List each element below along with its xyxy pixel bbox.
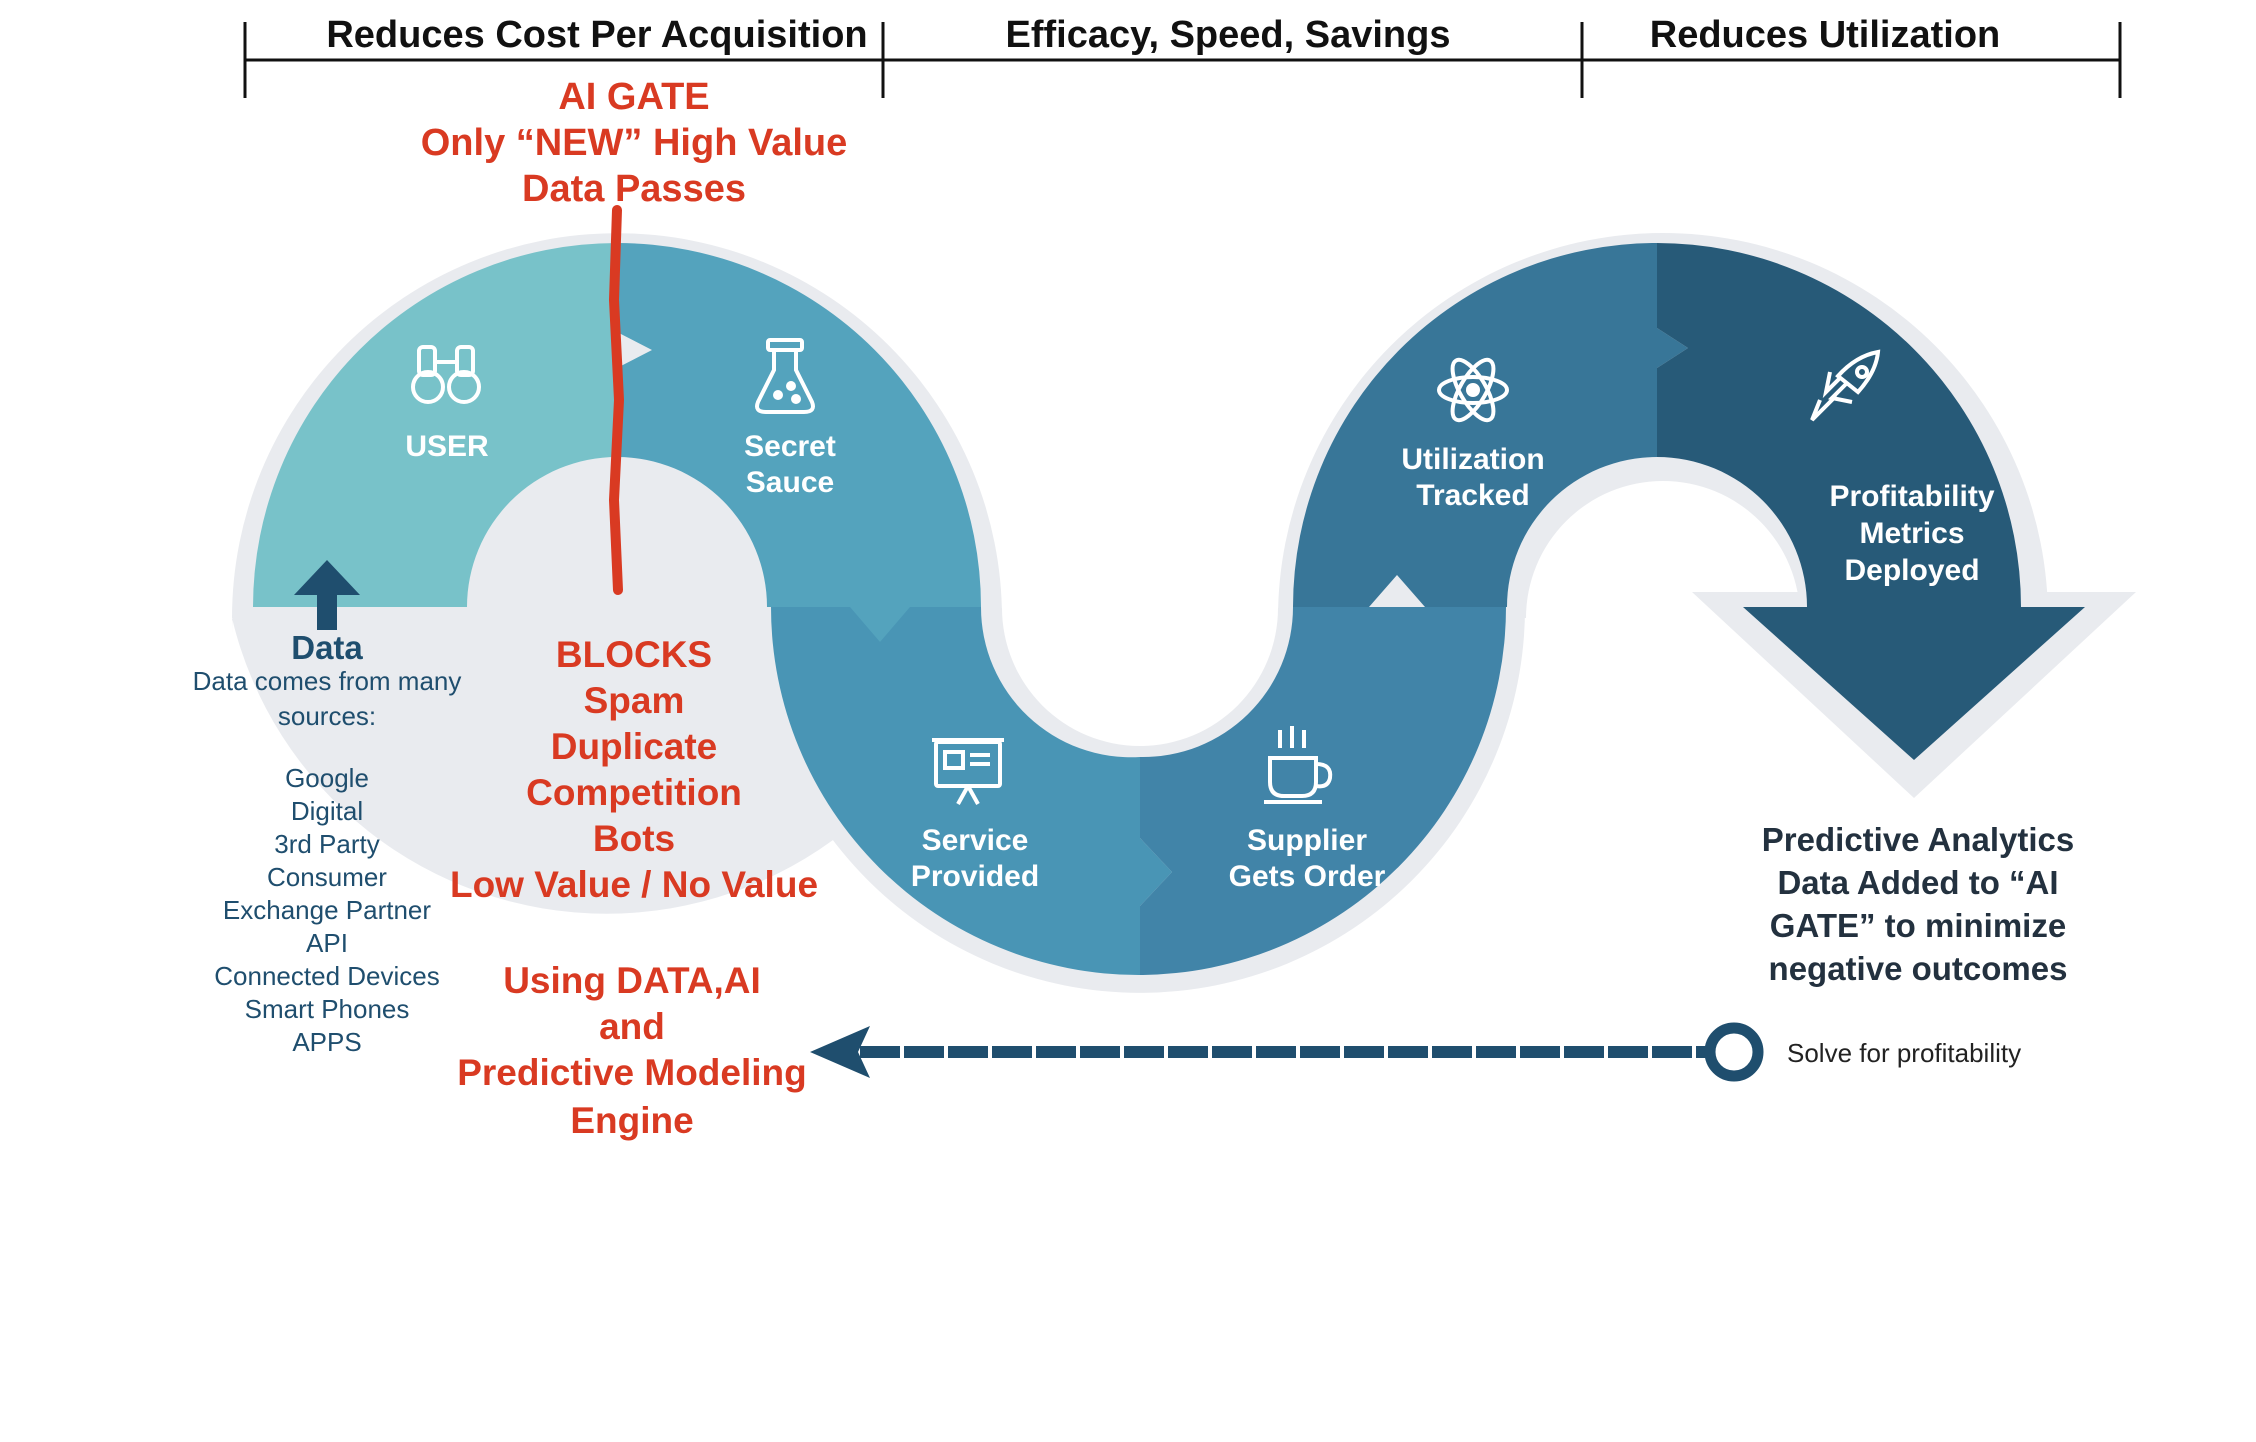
header-efficacy: Efficacy, Speed, Savings bbox=[1006, 14, 1451, 56]
segment-user bbox=[253, 243, 617, 607]
stage-secret-sauce-line1: Secret bbox=[744, 430, 836, 463]
predictive-line3: GATE” to minimize bbox=[1770, 907, 2066, 944]
binoculars-icon bbox=[411, 345, 481, 404]
blocks-item: Low Value / No Value bbox=[450, 864, 818, 905]
predictive-line1: Predictive Analytics bbox=[1762, 821, 2074, 858]
stage-utilization-line2: Tracked bbox=[1416, 479, 1529, 512]
engine-line2: and bbox=[599, 1006, 665, 1047]
ai-gate-line bbox=[608, 205, 625, 595]
coffee-cup-icon bbox=[1264, 726, 1333, 804]
atom-icon bbox=[1437, 357, 1509, 423]
header-reduces-utilization: Reduces Utilization bbox=[1650, 14, 2001, 56]
data-source-item: 3rd Party bbox=[274, 829, 380, 859]
stage-service-line1: Service bbox=[922, 824, 1029, 857]
predictive-line2: Data Added to “AI bbox=[1777, 864, 2058, 901]
stage-profitability-line2: Metrics bbox=[1859, 517, 1964, 550]
presentation-board-icon bbox=[932, 738, 1004, 805]
solve-for-profitability-label: Solve for profitability bbox=[1787, 1038, 2021, 1068]
blocks-item: Competition bbox=[526, 772, 742, 813]
engine-line3: Predictive Modeling bbox=[457, 1052, 807, 1093]
stage-supplier-line1: Supplier bbox=[1247, 824, 1367, 857]
data-source-item: Smart Phones bbox=[245, 994, 410, 1024]
stage-supplier-line2: Gets Order bbox=[1229, 860, 1386, 893]
data-source-item: API bbox=[306, 928, 348, 958]
feedback-arrow bbox=[810, 1022, 1764, 1082]
ai-gate-line2: Only “NEW” High Value bbox=[421, 122, 848, 164]
blocks-title: BLOCKS bbox=[556, 634, 712, 675]
data-desc-line2: sources: bbox=[278, 701, 376, 731]
data-title: Data bbox=[291, 629, 363, 666]
engine-line4: Engine bbox=[570, 1100, 693, 1141]
stage-utilization-line1: Utilization bbox=[1401, 443, 1544, 476]
blocks-item: Bots bbox=[593, 818, 675, 859]
rocket-icon bbox=[1810, 349, 1881, 422]
ai-gate-title: AI GATE bbox=[558, 76, 709, 118]
flask-icon bbox=[755, 338, 815, 414]
stage-service-line2: Provided bbox=[911, 860, 1039, 893]
data-source-item: Exchange Partner bbox=[223, 895, 431, 925]
segment-profitability bbox=[1657, 243, 2085, 760]
data-source-item: Google bbox=[285, 763, 369, 793]
stage-profitability-line3: Deployed bbox=[1844, 554, 1979, 587]
data-desc-line1: Data comes from many bbox=[193, 666, 462, 696]
segment-supplier-gets-order bbox=[1140, 607, 1506, 975]
stage-user-label: USER bbox=[405, 430, 489, 463]
segment-secret-sauce bbox=[617, 243, 981, 607]
data-source-item: Consumer bbox=[267, 862, 387, 892]
blocks-item: Duplicate bbox=[551, 726, 718, 767]
segment-utilization-tracked bbox=[1293, 243, 1688, 607]
header-reduces-cpa: Reduces Cost Per Acquisition bbox=[326, 14, 867, 56]
predictive-line4: negative outcomes bbox=[1769, 950, 2068, 987]
data-source-item: APPS bbox=[292, 1027, 361, 1057]
data-source-item: Connected Devices bbox=[214, 961, 439, 991]
header-brackets bbox=[243, 22, 2122, 98]
data-up-arrow-icon bbox=[294, 560, 360, 630]
engine-line1: Using DATA,AI bbox=[503, 960, 761, 1001]
blocks-item: Spam bbox=[584, 680, 685, 721]
stage-secret-sauce-line2: Sauce bbox=[746, 466, 834, 499]
stage-profitability-line1: Profitability bbox=[1829, 480, 1994, 513]
ai-gate-line3: Data Passes bbox=[522, 168, 746, 210]
data-source-item: Digital bbox=[291, 796, 363, 826]
